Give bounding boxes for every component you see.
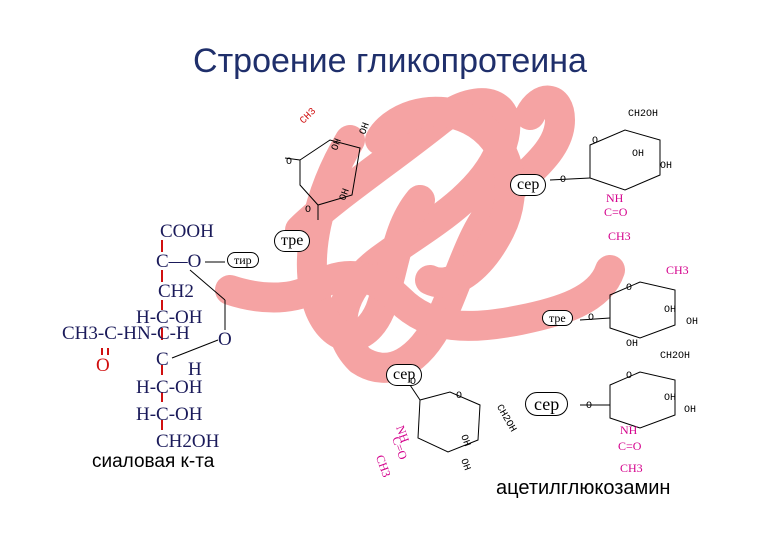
sialic-c-o: C—O	[156, 251, 202, 272]
ring4-o-link: O	[586, 401, 593, 412]
ring2-ch3: CH3	[608, 229, 631, 243]
sialic-hcoh-2: H-C-OH	[136, 377, 203, 398]
sialic-ring-o: O	[218, 329, 232, 350]
ring4-c-o: C=O	[618, 439, 642, 453]
residue-tyr: тир	[227, 252, 259, 268]
ring3-oh-c: OH	[626, 339, 639, 350]
ring2-c-o: C=O	[604, 205, 628, 219]
sialic-carbonyl-o: O	[96, 355, 110, 376]
ring3-o: O	[626, 283, 633, 294]
residue-thr-1: тре	[274, 230, 311, 252]
ring3-ch3: CH3	[666, 263, 689, 277]
residue-ser-1: сер	[510, 174, 547, 196]
ring1-o-left: O	[286, 157, 293, 168]
residue-thr-2: тре	[542, 310, 573, 326]
sugar-ring-bottom-middle	[409, 384, 481, 453]
sialic-h: H	[188, 359, 202, 380]
sugar-ring-right-middle	[579, 281, 676, 339]
sialic-cooh: COOH	[160, 221, 214, 242]
ring3-oh-a: OH	[664, 305, 677, 316]
sialic-ch2oh: CH2OH	[156, 431, 220, 452]
ring2-o: O	[592, 136, 599, 147]
sugar-ring-top-right	[549, 129, 661, 191]
residue-ser-2: сер	[386, 364, 423, 386]
ring1-o-bottom: O	[305, 205, 312, 216]
protein-chain	[215, 85, 625, 383]
ring5-o-link: O	[410, 377, 417, 388]
sialic-ch2: CH2	[158, 281, 194, 302]
ring2-ch2oh: CH2OH	[628, 109, 659, 120]
sialic-ring-lines	[171, 261, 226, 359]
ring2-nh: NH	[606, 191, 624, 205]
sialic-caption: сиаловая к-та	[92, 451, 215, 472]
ring2-oh-b: OH	[660, 161, 673, 172]
ring3-oh-b: OH	[686, 317, 699, 328]
ring2-o-link: O	[560, 175, 567, 186]
sugar-ring-top-left	[284, 139, 361, 220]
sialic-c: C	[156, 349, 169, 370]
page-title: Строение гликопротеина	[193, 42, 587, 80]
residue-ser-3: сер	[525, 392, 569, 416]
ring4-o: O	[626, 371, 633, 382]
sialic-hcoh-3: H-C-OH	[136, 404, 203, 425]
ring4-ch2oh: CH2OH	[660, 351, 691, 362]
sialic-nh: CH3-C-HN-C-H	[62, 323, 190, 344]
ring4-ch3: CH3	[620, 461, 643, 475]
sugar-ring-right-lower	[580, 371, 676, 429]
ring3-o-link: O	[588, 313, 595, 324]
sialic-hcoh-1: H-C-OH	[136, 307, 203, 328]
sialic-bonds	[101, 240, 163, 430]
ring2-oh-a: OH	[632, 149, 645, 160]
ring4-nh: NH	[620, 423, 638, 437]
ring4-oh-b: OH	[684, 405, 697, 416]
caption-acetylglucosamine: ацетилглюкозамин	[496, 477, 671, 499]
ring5-o: O	[456, 391, 463, 402]
ring4-oh-a: OH	[664, 393, 677, 404]
